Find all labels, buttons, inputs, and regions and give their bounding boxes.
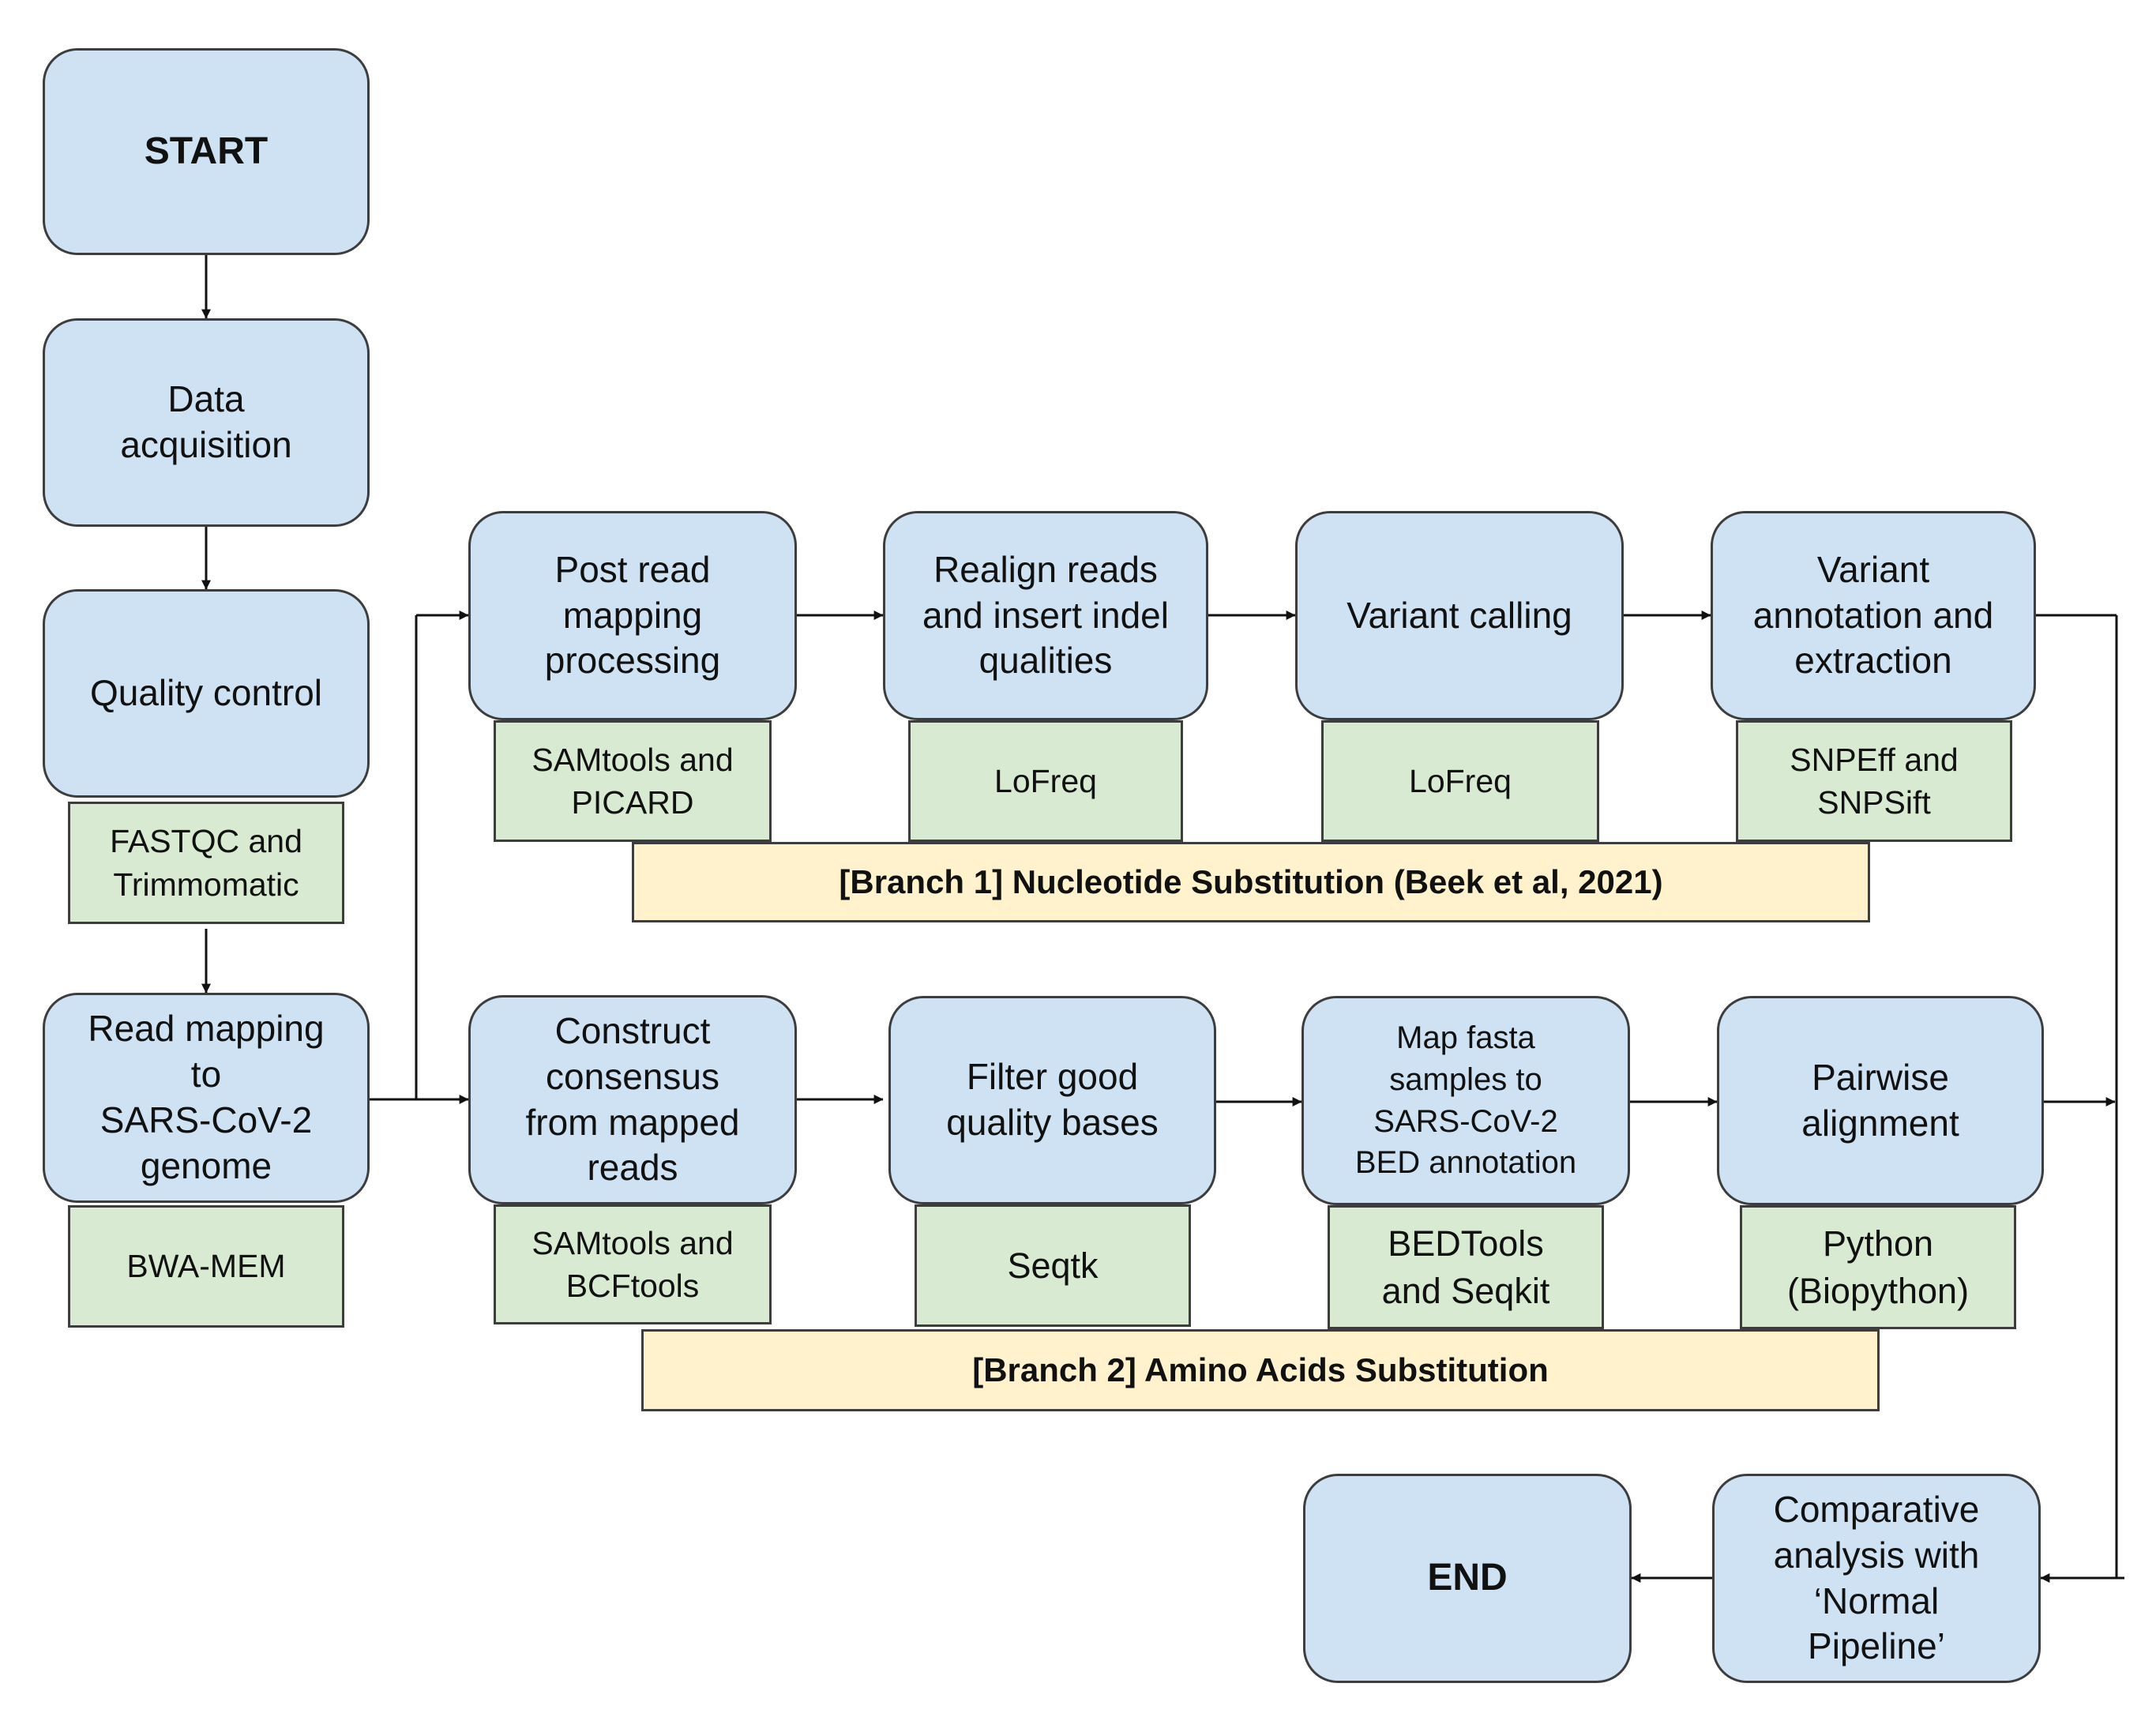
data-acquisition-label: Data acquisition bbox=[120, 378, 292, 465]
lofreq-tool-1: LoFreq bbox=[908, 720, 1183, 842]
branch-1-label: [Branch 1] Nucleotide Substitution (Beek… bbox=[839, 863, 1663, 900]
map-fasta-label: Map fasta samples to SARS-CoV-2 BED anno… bbox=[1354, 1020, 1577, 1181]
end-label: END bbox=[1427, 1557, 1508, 1599]
comparative-analysis-node: Comparative analysis with ‘Normal Pipeli… bbox=[1712, 1474, 2041, 1683]
bwa-mem-tool-label: BWA-MEM bbox=[126, 1248, 286, 1285]
branch-2-label: [Branch 2] Amino Acids Substitution bbox=[972, 1351, 1549, 1388]
variant-annotation-label: Variant annotation and extraction bbox=[1752, 548, 1994, 682]
filter-good-quality-label: Filter good quality bases bbox=[946, 1056, 1159, 1143]
end-node: END bbox=[1303, 1474, 1632, 1683]
snpeff-tool-label: SNPEff and SNPSift bbox=[1790, 741, 1959, 821]
branch-1-banner: [Branch 1] Nucleotide Substitution (Beek… bbox=[632, 842, 1870, 922]
samtools-bcftools-tool-label: SAMtools and BCFtools bbox=[531, 1224, 734, 1304]
pairwise-alignment-node: Pairwise alignment bbox=[1717, 996, 2044, 1205]
read-mapping-node: Read mapping to SARS-CoV-2 genome bbox=[43, 993, 370, 1203]
branch-2-banner: [Branch 2] Amino Acids Substitution bbox=[641, 1329, 1880, 1411]
read-mapping-label: Read mapping to SARS-CoV-2 genome bbox=[88, 1008, 325, 1186]
start-node: START bbox=[43, 48, 370, 255]
quality-control-node: Quality control bbox=[43, 589, 370, 798]
python-tool-label: Python (Biopython) bbox=[1786, 1223, 1970, 1311]
python-tool: Python (Biopython) bbox=[1740, 1205, 2016, 1329]
comparative-analysis-label: Comparative analysis with ‘Normal Pipeli… bbox=[1773, 1488, 1980, 1667]
map-fasta-node: Map fasta samples to SARS-CoV-2 BED anno… bbox=[1301, 996, 1630, 1205]
post-read-mapping-node: Post read mapping processing bbox=[468, 511, 797, 720]
construct-consensus-label: Construct consensus from mapped reads bbox=[525, 1009, 740, 1189]
variant-calling-label: Variant calling bbox=[1347, 594, 1572, 636]
lofreq-tool-2-label: LoFreq bbox=[1409, 762, 1512, 799]
samtools-picard-tool-label: SAMtools and PICARD bbox=[531, 741, 734, 821]
snpeff-tool: SNPEff and SNPSift bbox=[1736, 720, 2012, 842]
realign-reads-node: Realign reads and insert indel qualities bbox=[883, 511, 1208, 720]
start-label: START bbox=[144, 130, 269, 172]
variant-annotation-node: Variant annotation and extraction bbox=[1711, 511, 2036, 720]
bedtools-tool: BEDTools and Seqkit bbox=[1328, 1205, 1604, 1329]
lofreq-tool-2: LoFreq bbox=[1321, 720, 1599, 842]
lofreq-tool-1-label: LoFreq bbox=[994, 762, 1097, 799]
post-read-mapping-label: Post read mapping processing bbox=[544, 548, 721, 682]
seqtk-tool: Seqtk bbox=[915, 1204, 1191, 1327]
construct-consensus-node: Construct consensus from mapped reads bbox=[468, 995, 797, 1204]
fastqc-tool-label: FASTQC and Trimmomatic bbox=[110, 823, 302, 903]
seqtk-tool-label: Seqtk bbox=[1007, 1245, 1099, 1286]
data-acquisition-node: Data acquisition bbox=[43, 318, 370, 527]
bwa-mem-tool: BWA-MEM bbox=[68, 1205, 344, 1328]
bedtools-tool-label: BEDTools and Seqkit bbox=[1381, 1223, 1550, 1311]
realign-reads-label: Realign reads and insert indel qualities bbox=[922, 548, 1169, 682]
samtools-bcftools-tool: SAMtools and BCFtools bbox=[494, 1204, 772, 1324]
fastqc-tool: FASTQC and Trimmomatic bbox=[68, 802, 344, 924]
samtools-picard-tool: SAMtools and PICARD bbox=[494, 720, 772, 842]
pairwise-alignment-label: Pairwise alignment bbox=[1801, 1056, 1959, 1144]
filter-good-quality-node: Filter good quality bases bbox=[888, 996, 1216, 1204]
variant-calling-node: Variant calling bbox=[1295, 511, 1624, 720]
quality-control-label: Quality control bbox=[89, 672, 322, 714]
